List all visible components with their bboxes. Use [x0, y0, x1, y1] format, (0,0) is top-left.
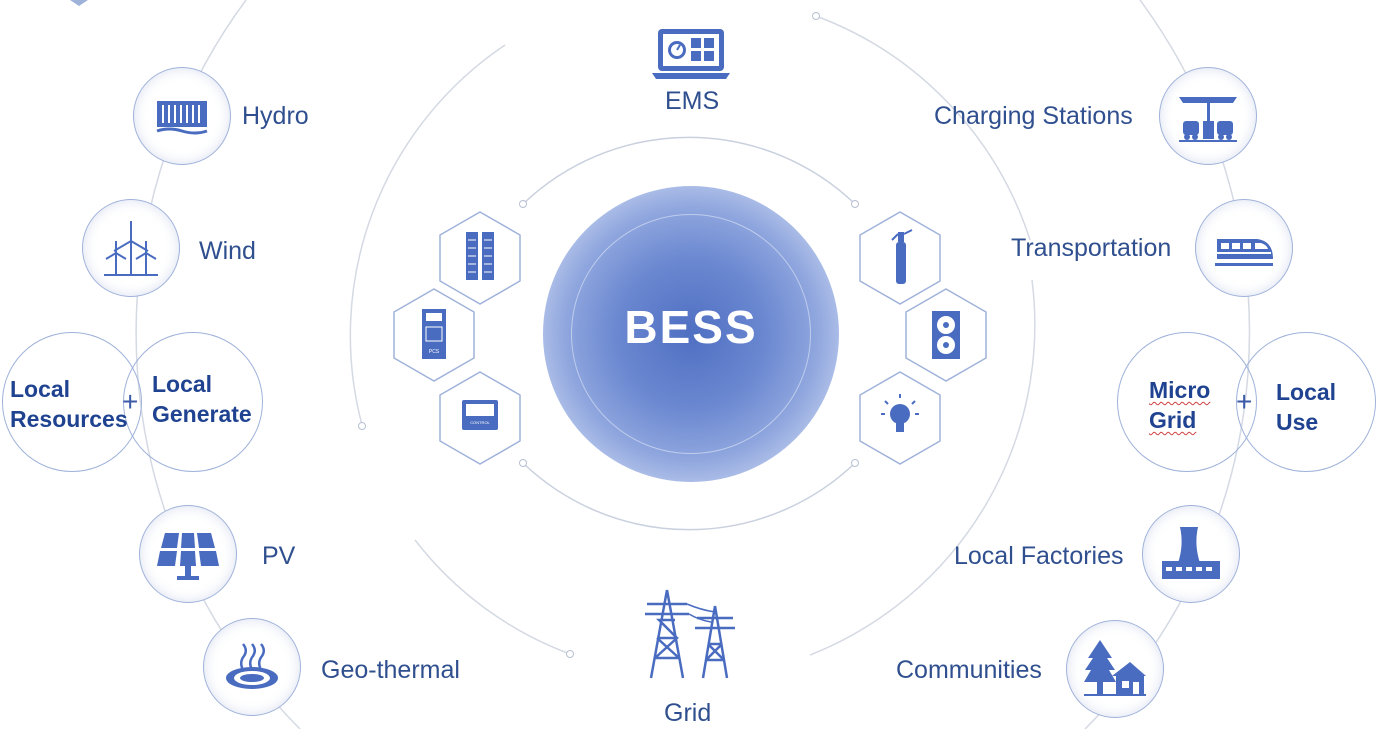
- charging-stations-label: Charging Stations: [934, 102, 1133, 130]
- local-use-circle: [1236, 332, 1376, 472]
- house-tree-icon: [1084, 640, 1146, 696]
- solar-panel-icon: [157, 533, 219, 580]
- pcs-cabinet-icon: [422, 309, 446, 359]
- bess-inner-ring: [571, 214, 811, 454]
- factory-icon: [1162, 527, 1220, 579]
- factory-node: [1142, 505, 1240, 603]
- local-generate-label-2: Generate: [152, 401, 252, 427]
- communities-node: [1066, 620, 1164, 718]
- charging-station-icon: [1179, 97, 1237, 142]
- local-generate-label-1: Local: [152, 371, 213, 397]
- wind-label: Wind: [199, 237, 256, 265]
- micro-grid-label-2: Grid: [1149, 407, 1197, 433]
- hex-fire-extinguisher: [859, 211, 941, 305]
- hex-battery-rack: [439, 211, 521, 305]
- local-resources-label-2: Resources: [10, 406, 128, 432]
- local-use-label-2: Use: [1276, 409, 1319, 435]
- hex-pcs-cabinet: PCS: [393, 288, 475, 382]
- pv-label: PV: [262, 542, 296, 570]
- charging-station-node: [1159, 67, 1257, 165]
- transportation-label: Transportation: [1011, 234, 1172, 262]
- geothermal-label: Geo-thermal: [321, 656, 460, 684]
- wind-node: [82, 199, 180, 297]
- pv-node: [139, 505, 237, 603]
- cooling-fan-icon: [932, 311, 960, 359]
- local-generate-circle: [123, 332, 263, 472]
- battery-rack-icon: [466, 232, 494, 280]
- control-box-icon: [462, 400, 498, 430]
- control-text: CONTROL: [470, 420, 490, 425]
- communities-label: Communities: [896, 656, 1042, 684]
- wind-turbine-icon: [104, 221, 158, 276]
- plus-sign-right: +: [1236, 386, 1253, 417]
- hex-light-bulb: [859, 371, 941, 465]
- ems-monitor-icon: [652, 29, 730, 79]
- plus-sign-left: +: [122, 386, 139, 417]
- grid-label: Grid: [664, 699, 712, 727]
- micro-grid-label-1: Micro: [1149, 377, 1211, 403]
- hydro-node: [133, 67, 231, 165]
- transportation-node: [1195, 199, 1293, 297]
- ems-label: EMS: [665, 87, 720, 115]
- power-tower-icon: [645, 589, 735, 679]
- hex-cooling-fan: [905, 288, 987, 382]
- hydro-dam-icon: [156, 101, 208, 135]
- hex-control-box: CONTROL: [439, 371, 521, 465]
- local-factories-label: Local Factories: [954, 542, 1124, 570]
- local-use-label-1: Local: [1276, 379, 1337, 405]
- geothermal-icon: [226, 643, 278, 689]
- hydro-label: Hydro: [242, 102, 309, 130]
- geothermal-node: [203, 618, 301, 716]
- pcs-text: PCS: [429, 349, 440, 355]
- light-bulb-icon: [881, 394, 919, 432]
- bess-label: BESS: [624, 301, 758, 353]
- train-icon: [1215, 239, 1273, 266]
- local-resources-label-1: Local: [10, 376, 71, 402]
- fire-extinguisher-icon: [891, 229, 913, 284]
